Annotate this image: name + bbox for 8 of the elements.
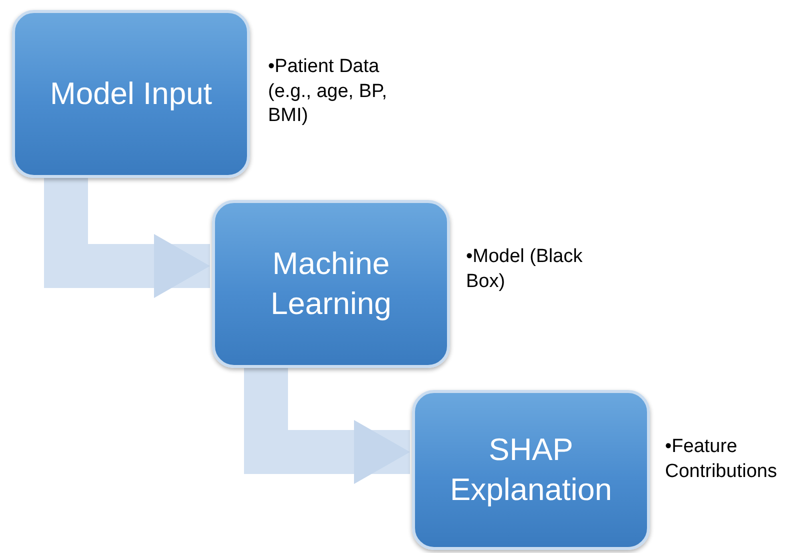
step-title: Machine Learning xyxy=(270,244,392,323)
bent-arrow xyxy=(44,178,210,298)
step-title: SHAP Explanation xyxy=(448,430,613,509)
bent-arrow xyxy=(244,368,410,484)
bullet-note: •Feature Contributions xyxy=(665,435,778,484)
bullet-note: •Patient Data (e.g., age, BP, BMI) xyxy=(268,55,388,128)
bullet-note: •Model (Black Box) xyxy=(466,245,584,294)
step-title: Model Input xyxy=(49,74,213,113)
